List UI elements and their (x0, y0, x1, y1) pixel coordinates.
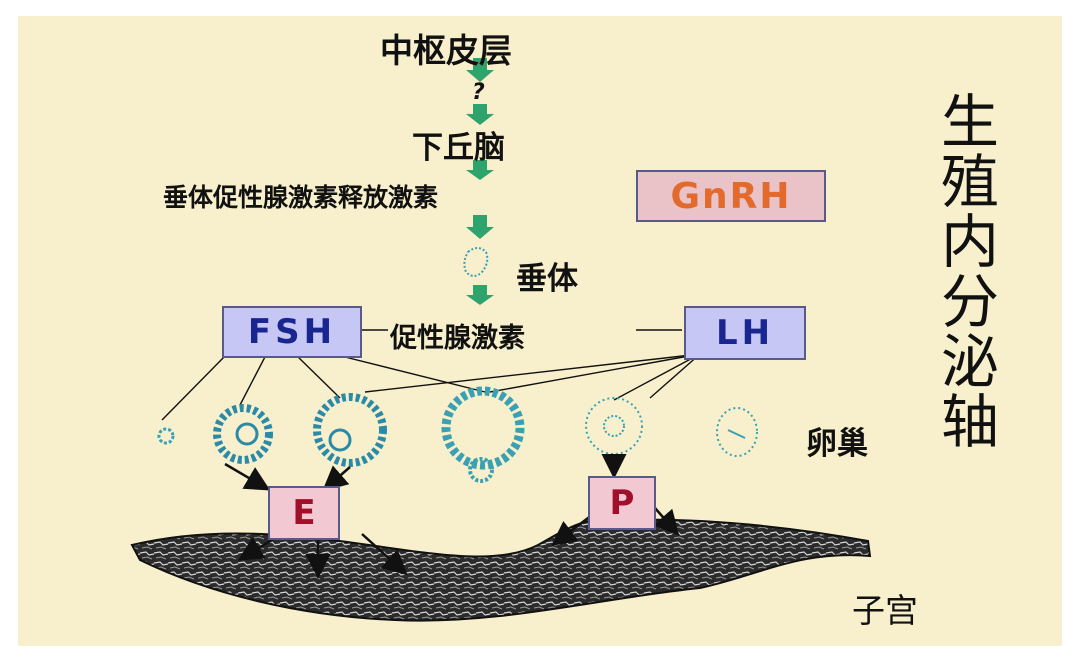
down-arrow-icon (466, 104, 494, 125)
follicle-icon (313, 393, 387, 467)
cortex-label: 中枢皮层 (380, 31, 512, 70)
ovary-label: 卵巢 (806, 426, 868, 462)
vertical-title: 生殖内分泌轴 (940, 88, 999, 456)
unknown-signal-label: ? (472, 80, 485, 105)
down-arrow-icon (466, 160, 494, 180)
progesterone-box: P (588, 476, 656, 530)
uterus-label: 子宫 (852, 591, 918, 630)
fsh-box: FSH (222, 306, 362, 358)
follicle-icon (716, 407, 758, 457)
estrogen-box: E (268, 486, 340, 540)
gnrh-full-name-label: 垂体促性腺激素释放激素 (163, 183, 439, 212)
pituitary-gland-icon (463, 247, 489, 277)
ovary-to-hormone-arrows (224, 454, 627, 492)
gonadotropin-connectors (161, 329, 701, 421)
hormone-to-uterus-arrows (237, 507, 680, 579)
follicle-icon (213, 404, 273, 464)
down-arrow-icon (466, 285, 494, 305)
lh-box: LH (684, 306, 806, 360)
down-arrow-icon (466, 58, 494, 82)
follicle-icon (157, 427, 175, 445)
hypothalamus-label: 下丘脑 (412, 130, 505, 166)
gonadotropin-label: 促性腺激素 (390, 323, 525, 354)
uterus-wall-icon (130, 518, 872, 622)
follicle-icon (585, 397, 643, 455)
gnrh-box: GnRH (636, 170, 826, 222)
down-arrow-icon (466, 215, 494, 239)
follicle-icon (441, 386, 525, 483)
pituitary-label: 垂体 (516, 261, 578, 297)
